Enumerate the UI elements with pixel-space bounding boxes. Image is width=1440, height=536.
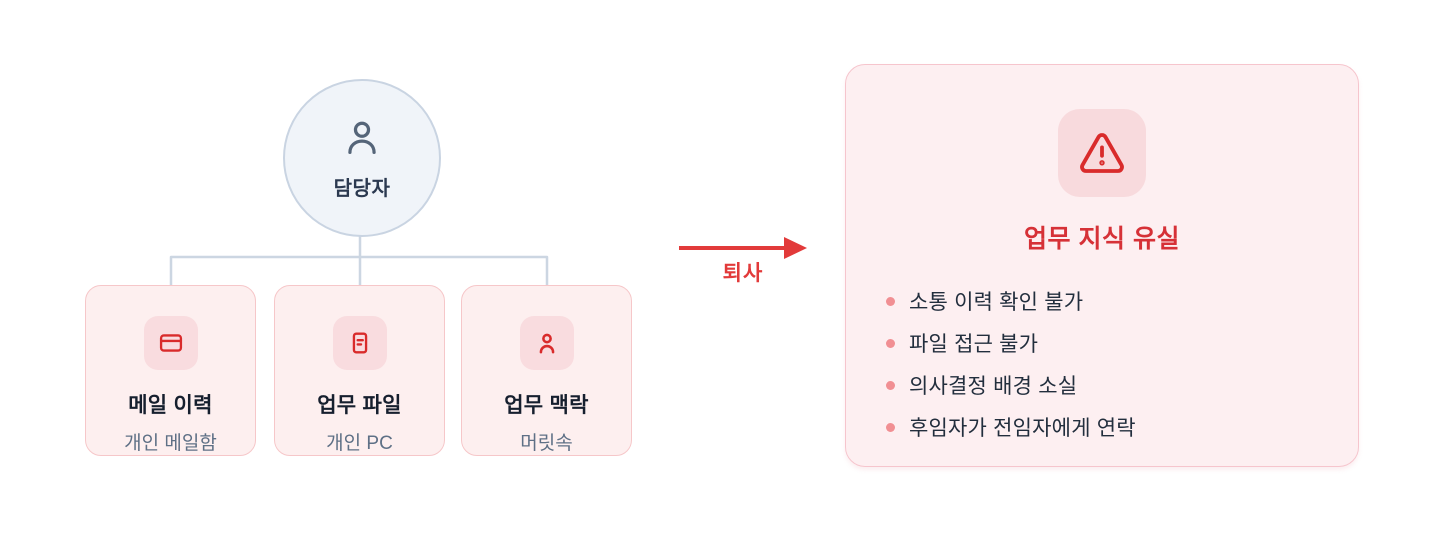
work-context-icon — [519, 316, 574, 370]
source-title: 업무 파일 — [317, 394, 402, 417]
source-subtitle: 개인 PC — [326, 433, 393, 454]
result-card: 업무 지식 유실 소통 이력 확인 불가 파일 접근 불가 의사결정 배경 소실… — [845, 64, 1359, 467]
manager-label: 담당자 — [333, 178, 391, 200]
result-list: 소통 이력 확인 불가 파일 접근 불가 의사결정 배경 소실 후임자가 전임자… — [846, 280, 1358, 448]
bullet-dot — [886, 296, 895, 306]
result-title: 업무 지식 유실 — [1024, 225, 1180, 253]
result-item: 의사결정 배경 소실 — [886, 364, 1318, 406]
source-subtitle: 개인 메일함 — [124, 433, 217, 454]
source-card-files: 업무 파일 개인 PC — [274, 285, 445, 456]
source-card-mail: 메일 이력 개인 메일함 — [85, 285, 256, 456]
result-item: 파일 접근 불가 — [886, 322, 1318, 364]
bullet-dot — [886, 380, 895, 390]
source-subtitle: 머릿속 — [520, 433, 573, 454]
work-file-icon — [332, 316, 387, 370]
result-item-text: 파일 접근 불가 — [909, 333, 1039, 356]
result-item: 후임자가 전임자에게 연락 — [886, 406, 1318, 448]
person-icon — [339, 115, 385, 166]
source-card-context: 업무 맥락 머릿속 — [461, 285, 632, 456]
arrow-right-icon — [679, 237, 807, 259]
bullet-dot — [886, 422, 895, 432]
transition-label: 퇴사 — [722, 262, 764, 285]
result-item-text: 후임자가 전임자에게 연락 — [909, 417, 1136, 440]
result-item: 소통 이력 확인 불가 — [886, 280, 1318, 322]
source-title: 업무 맥락 — [504, 394, 589, 417]
source-title: 메일 이력 — [128, 394, 213, 417]
mail-history-icon — [143, 316, 198, 370]
result-item-text: 소통 이력 확인 불가 — [909, 291, 1084, 314]
manager-node: 담당자 — [283, 79, 441, 237]
result-item-text: 의사결정 배경 소실 — [909, 375, 1078, 398]
bullet-dot — [886, 338, 895, 348]
warning-triangle-icon — [1058, 109, 1146, 197]
